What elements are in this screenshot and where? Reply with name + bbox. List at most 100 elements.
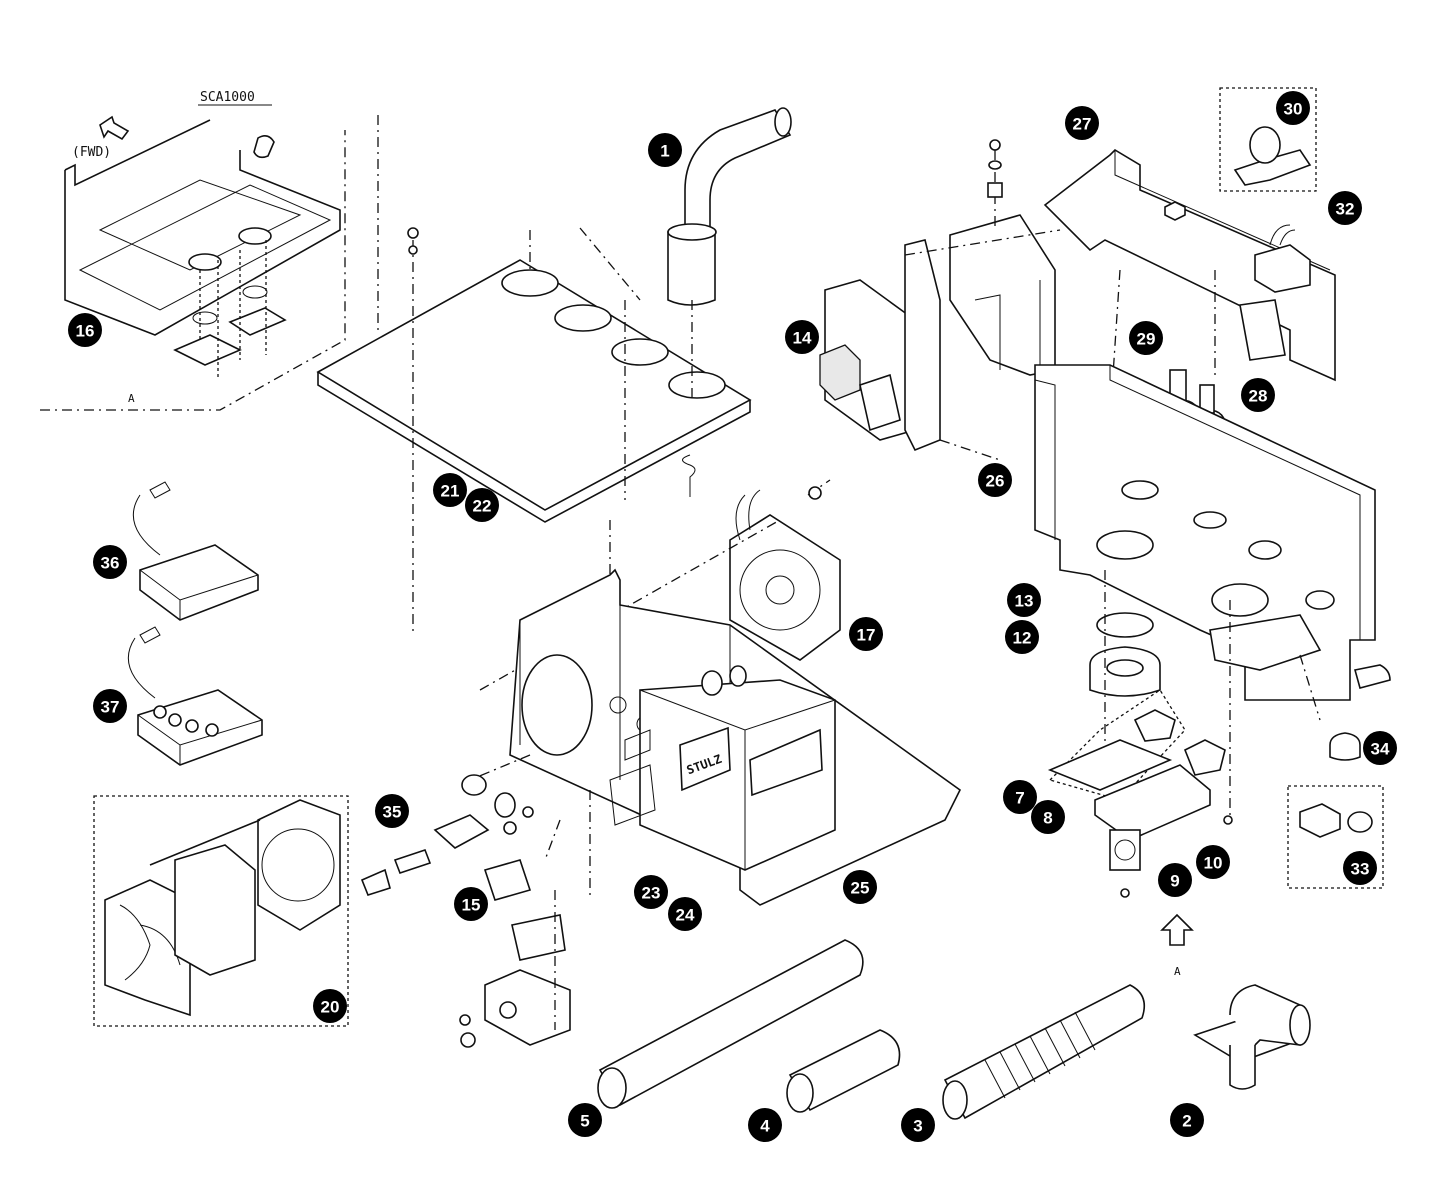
callout-number: 20 [321, 998, 340, 1017]
control-board [819, 139, 1061, 461]
callout-number: 1 [660, 142, 669, 161]
callout-marker [1196, 845, 1230, 879]
callout-marker [1129, 321, 1163, 355]
callout-marker [454, 887, 488, 921]
model-label: SCA1000 [200, 90, 255, 105]
callout-13: 13 [1007, 583, 1041, 617]
callout-marker [849, 617, 883, 651]
callout-number: 2 [1182, 1112, 1191, 1131]
axial-fan [479, 479, 841, 691]
callout-number: 32 [1336, 200, 1355, 219]
callout-8: 8 [1031, 800, 1065, 834]
callout-number: 8 [1043, 809, 1052, 828]
callout-23: 23 [634, 875, 668, 909]
callout-28: 28 [1241, 378, 1275, 412]
view-label-right: A [1174, 965, 1181, 978]
callout-marker [1343, 851, 1377, 885]
callout-number: 36 [101, 554, 120, 573]
callout-number: 21 [441, 482, 460, 501]
callout-number: 13 [1015, 592, 1034, 611]
callout-number: 33 [1351, 860, 1370, 879]
condensate-tank [1034, 364, 1391, 761]
callout-marker [1065, 106, 1099, 140]
callout-marker [68, 313, 102, 347]
callout-7: 7 [1003, 780, 1037, 814]
view-label-left: A [128, 392, 135, 405]
callout-number: 10 [1204, 854, 1223, 873]
callout-marker [433, 473, 467, 507]
callout-2: 2 [1170, 1103, 1204, 1137]
callout-16: 16 [68, 313, 102, 347]
callout-marker [1031, 800, 1065, 834]
callout-marker [978, 463, 1012, 497]
callout-number: 26 [986, 472, 1005, 491]
callout-12: 12 [1005, 620, 1039, 654]
callout-number: 37 [101, 698, 120, 717]
callout-number: 29 [1137, 330, 1156, 349]
callout-marker [668, 897, 702, 931]
callout-number: 16 [76, 322, 95, 341]
sca1000-inset: SCA1000 (FWD) A [40, 90, 379, 411]
drain-assembly [1047, 570, 1233, 898]
callout-number: 3 [913, 1117, 922, 1136]
callout-17: 17 [849, 617, 883, 651]
callout-number: 23 [642, 884, 661, 903]
upper-bracket [1043, 148, 1336, 382]
callout-number: 5 [580, 1112, 589, 1131]
callout-number: 14 [793, 329, 812, 348]
callout-number: 28 [1249, 387, 1268, 406]
callout-20: 20 [313, 989, 347, 1023]
callout-number: 7 [1015, 789, 1024, 808]
callout-21: 21 [433, 473, 467, 507]
callout-number: 15 [462, 896, 481, 915]
callout-marker [1241, 378, 1275, 412]
callout-4: 4 [748, 1108, 782, 1142]
callout-marker [313, 989, 347, 1023]
callout-number: 25 [851, 879, 870, 898]
callout-marker [1007, 583, 1041, 617]
callout-marker [93, 689, 127, 723]
callout-marker [568, 1103, 602, 1137]
callout-marker [1003, 780, 1037, 814]
switch-components [360, 754, 591, 1048]
callout-15: 15 [454, 887, 488, 921]
callout-marker [901, 1108, 935, 1142]
callout-group: 1234578910121314151617202122232425262728… [68, 91, 1397, 1142]
duct-elbow [667, 107, 792, 400]
callout-27: 27 [1065, 106, 1099, 140]
callout-5: 5 [568, 1103, 602, 1137]
callout-30: 30 [1276, 91, 1310, 125]
callout-marker [1328, 191, 1362, 225]
callout-number: 34 [1371, 740, 1390, 759]
main-chassis: STULZ [509, 568, 962, 906]
callout-marker [785, 320, 819, 354]
callout-number: 27 [1073, 115, 1092, 134]
callout-number: 12 [1013, 629, 1032, 648]
hoses-and-fittings: A [597, 913, 1311, 1120]
callout-marker [1276, 91, 1310, 125]
callout-29: 29 [1129, 321, 1163, 355]
fitting-inset [1287, 785, 1384, 889]
callout-number: 4 [760, 1117, 770, 1136]
callout-marker [93, 545, 127, 579]
callout-marker [375, 794, 409, 828]
callout-24: 24 [668, 897, 702, 931]
callout-marker [1170, 1103, 1204, 1137]
callout-34: 34 [1363, 731, 1397, 765]
callout-marker [648, 133, 682, 167]
callout-number: 35 [383, 803, 402, 822]
callout-marker [634, 875, 668, 909]
callout-9: 9 [1158, 863, 1192, 897]
callout-marker [1005, 620, 1039, 654]
callout-marker [748, 1108, 782, 1142]
callout-37: 37 [93, 689, 127, 723]
callout-32: 32 [1328, 191, 1362, 225]
callout-number: 24 [676, 906, 695, 925]
callout-3: 3 [901, 1108, 935, 1142]
callout-marker [465, 488, 499, 522]
forward-label: (FWD) [72, 145, 111, 160]
callout-26: 26 [978, 463, 1012, 497]
callout-marker [1363, 731, 1397, 765]
